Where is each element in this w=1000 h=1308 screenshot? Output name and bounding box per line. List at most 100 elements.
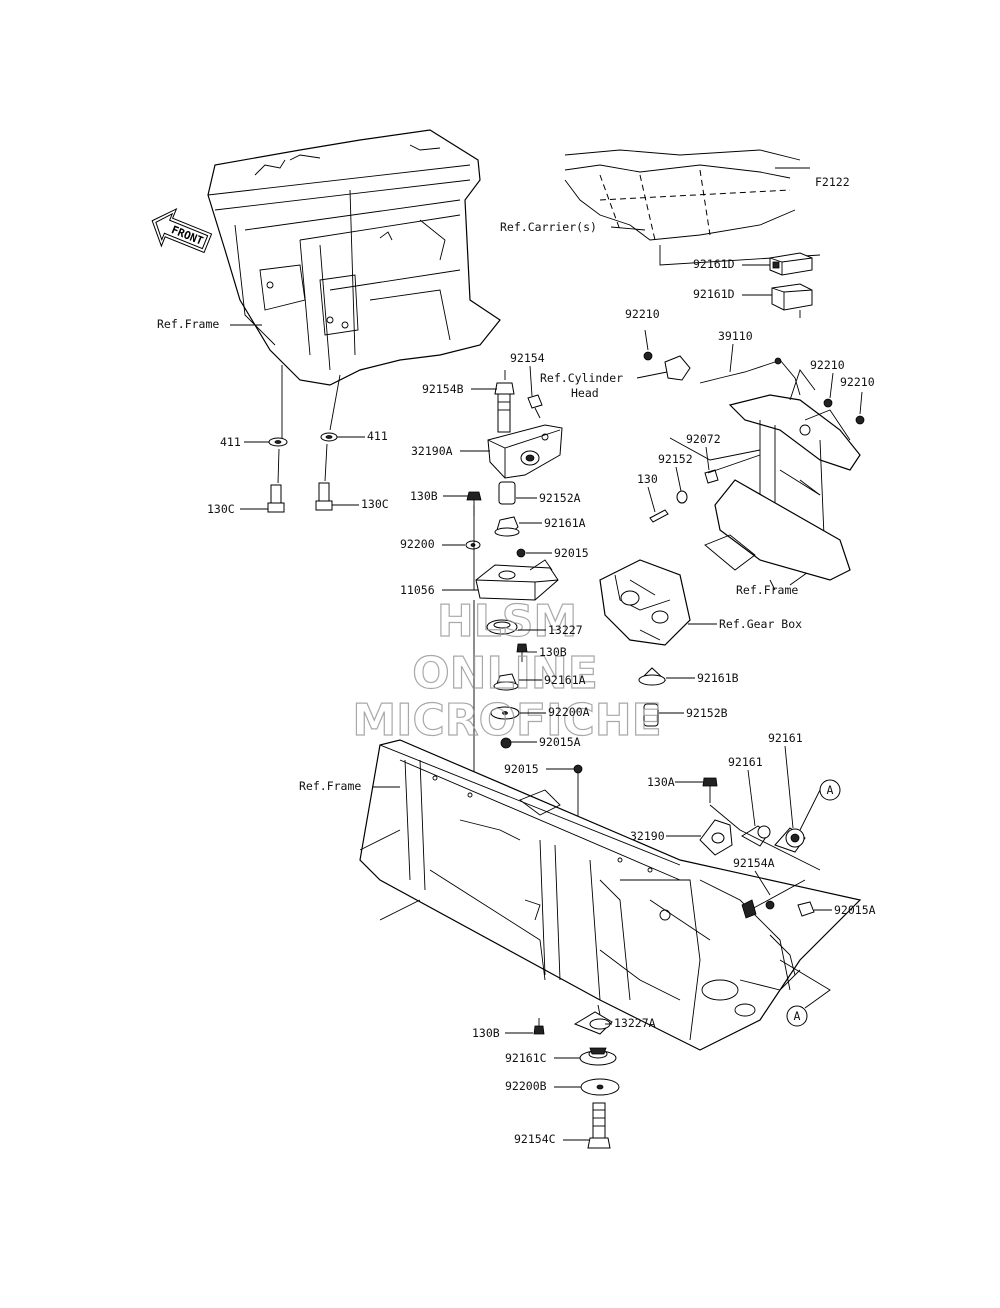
nut-92015a-far-right [797,901,815,917]
label-92154: 92154 [510,351,545,365]
leader-92210-right [859,391,863,415]
nut-92015a-right [765,900,775,910]
collar-92152a [498,481,516,505]
label-92161D-lower: 92161D [693,287,735,301]
frame-lower [359,739,862,1051]
label-130B-lower: 130B [472,1026,500,1040]
label-92200B: 92200B [505,1079,547,1093]
bracket-32190 [699,819,733,856]
label-A-upper: A [827,783,834,797]
collar-92152b [643,703,659,727]
leader-130c-right [324,443,328,482]
damper-92161d-upper [769,252,813,276]
bolt-130c-right [315,482,333,511]
leader-A-upper-label [799,789,821,831]
label-92210-mid: 92210 [810,358,845,372]
label-ref-carriers: Ref.Carrier(s) [500,220,597,234]
reference-circle-a-lower-shape [786,1005,808,1027]
frame-upper-left [207,129,501,386]
gear-box-reference [599,559,691,646]
damper-92161a-lower [493,673,519,691]
bolt-130a [702,777,718,803]
label-92015A-center: 92015A [539,735,581,749]
label-ref-cylinder: Ref.Cylinder [540,371,623,385]
engine-bracket-right [669,369,861,586]
label-92161A-upper: 92161A [544,516,586,530]
label-130A: 130A [647,775,675,789]
nut-92015a-center [500,737,512,749]
washer-411-right [320,432,338,442]
leader-411-right [329,374,341,431]
label-92161-mid: 92161 [728,755,763,769]
washer-92200a-hole [502,711,508,715]
watermark-line-1: HLSM [437,596,577,647]
label-92161A-lower: 92161A [544,673,586,687]
cable-39110 [664,355,801,396]
label-A-lower: A [794,1009,801,1023]
carrier-reference [564,149,821,266]
label-32190: 32190 [630,829,665,843]
label-92161-upper-right: 92161 [768,731,803,745]
label-ref-gear-box: Ref.Gear Box [719,617,802,631]
washer-411-left [268,437,288,447]
label-130C-left: 130C [207,502,235,516]
label-39110: 39110 [718,329,753,343]
label-92210-left: 92210 [625,307,660,321]
label-13227A: 13227A [614,1016,656,1030]
label-92154A: 92154A [733,856,775,870]
label-92152: 92152 [658,452,693,466]
bracket-11056 [475,559,559,601]
label-ref-frame-upper: Ref.Frame [157,317,219,331]
leader-92161-upper-right [784,745,794,829]
leader-ref-cylinder [636,371,668,379]
nut-92210-mid [823,398,833,408]
label-92200: 92200 [400,537,435,551]
nut-92210-left [643,351,653,361]
label-92152A: 92152A [539,491,581,505]
damper-92161c [579,1047,617,1066]
label-411-right: 411 [367,429,388,443]
diagram-code: F2122 [815,175,850,189]
nut-92015-lower [573,764,583,774]
label-13227: 13227 [548,623,583,637]
ring-13227 [486,619,518,635]
label-130B-upper: 130B [410,489,438,503]
small-parts-92072-group [649,454,761,523]
label-92210-right: 92210 [840,375,875,389]
label-92015-lower: 92015 [504,762,539,776]
leader-a-lower [779,959,831,1009]
label-411-left: 411 [220,435,241,449]
nut-92015-upper [516,548,526,558]
damper-92161d-lower [771,283,813,318]
bolt-130b-lower [533,1018,545,1035]
leader-92154 [529,365,533,397]
bolt-92154c [587,1102,611,1149]
label-92072: 92072 [686,432,721,446]
leader-ref-carriers [610,226,646,231]
leader-13227a-up [597,1004,601,1016]
label-92154B: 92154B [422,382,464,396]
label-11056: 11056 [400,583,435,597]
leader-92154A [754,870,771,896]
label-92154C: 92154C [514,1132,556,1146]
damper-92161b [638,667,667,686]
bolt-92154 [527,394,543,419]
bolt-130c-left [267,484,285,513]
damper-92161a-upper [494,516,520,537]
callout-labels: Ref.Carrier(s) 92161D 92161D Ref.Frame 9… [157,220,876,1146]
leader-92210-mid [829,372,834,399]
bracket-32190a [487,424,563,479]
label-92152B: 92152B [686,706,728,720]
damper-92161-right [774,827,806,853]
leader-ref-frame-right [769,579,776,591]
ring-13227a [573,1011,613,1035]
watermark-line-3: MICROFICHE [352,695,661,746]
leader-92072 [705,446,710,471]
leader-92152 [675,466,682,492]
label-92015-upper: 92015 [554,546,589,560]
front-arrow: FRONT [151,207,213,254]
label-92161C: 92161C [505,1051,547,1065]
bolt-92154a [741,879,806,919]
label-130: 130 [637,472,658,486]
leader-130 [647,486,656,513]
